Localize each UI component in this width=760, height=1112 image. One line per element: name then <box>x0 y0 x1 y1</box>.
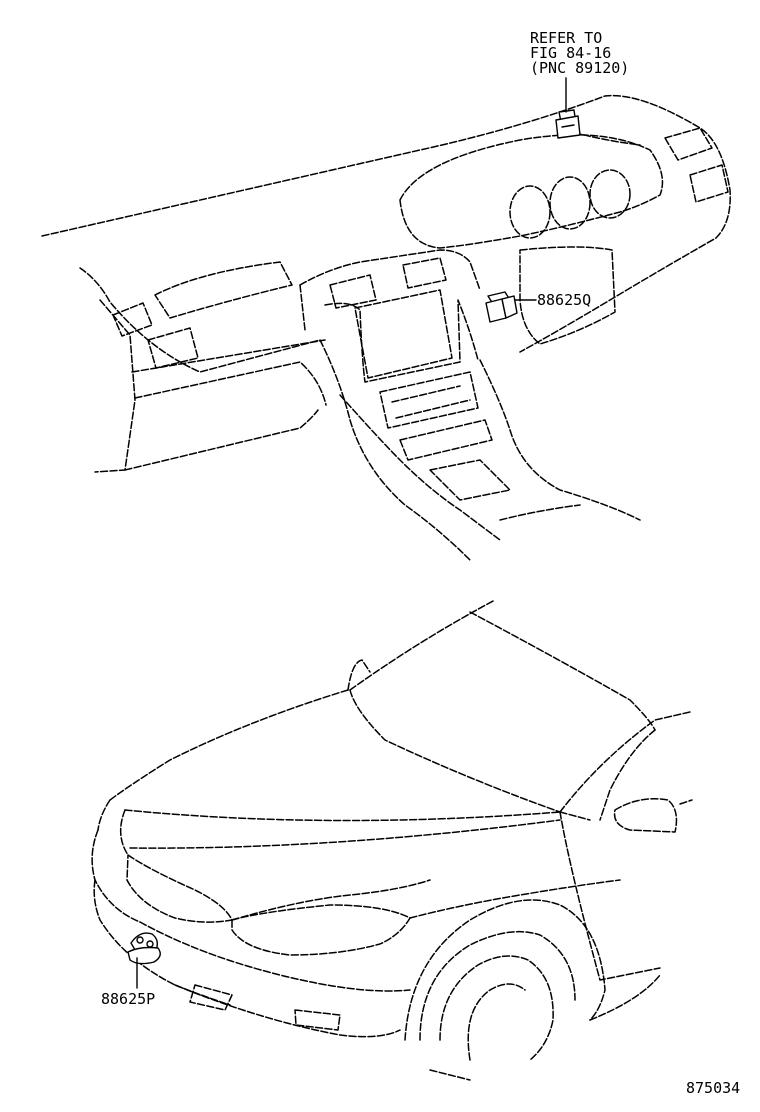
part-88625p <box>127 932 161 989</box>
refer-part-89120 <box>555 109 581 139</box>
part-88625q <box>485 291 537 323</box>
illustration-id: 875034 <box>686 1079 740 1097</box>
refer-note-line1: REFER TO <box>530 29 602 47</box>
car-front-illustration <box>91 599 693 1081</box>
refer-note: REFER TO FIG 84-16 (PNC 89120) <box>530 29 629 113</box>
part-label-88625q[interactable]: 88625Q <box>537 291 591 309</box>
dashboard-illustration <box>41 94 731 561</box>
part-label-88625p[interactable]: 88625P <box>101 990 155 1008</box>
refer-note-line3: (PNC 89120) <box>530 59 629 77</box>
refer-note-line2: FIG 84-16 <box>530 44 611 62</box>
